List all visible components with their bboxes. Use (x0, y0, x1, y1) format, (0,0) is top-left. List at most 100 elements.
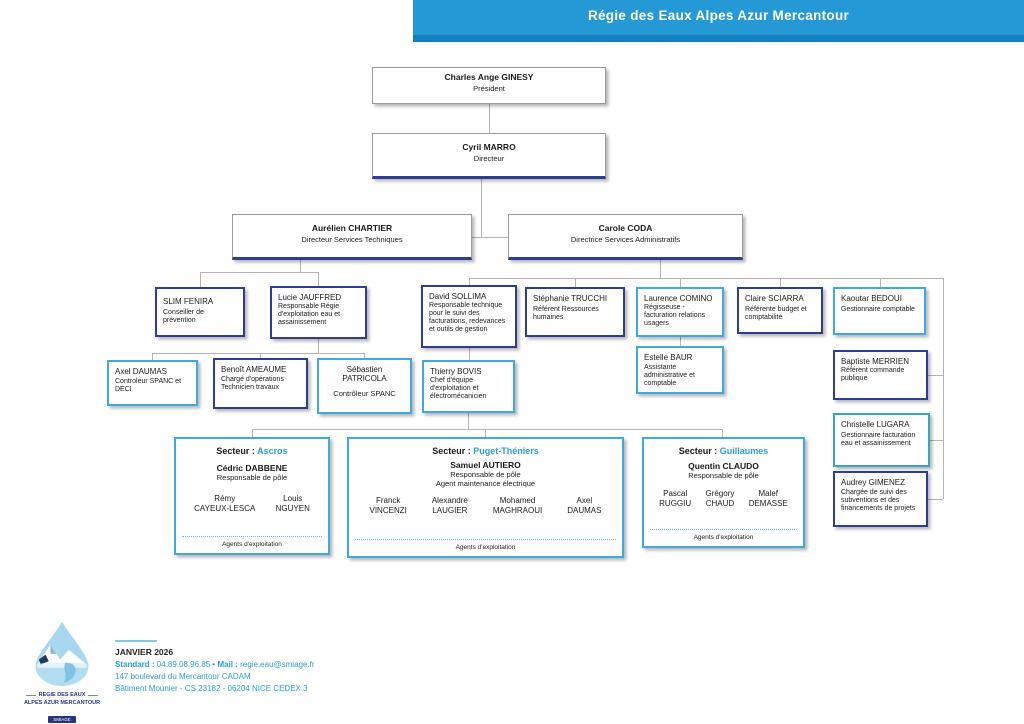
org-box-merrien[interactable]: Baptiste MERRIEN Référent commande publi… (833, 350, 928, 400)
sector-footer: Agents d'exploitation (355, 539, 616, 556)
org-box-sciarra[interactable]: Claire SCIARRA Référente budget et compt… (737, 287, 823, 334)
member-name: Grégory CHAUD (705, 489, 735, 508)
person-name: Sébastien PATRICOLA (342, 365, 387, 384)
sector-members: Pascal RUGGIU Grégory CHAUD Malef DEMASS… (644, 489, 803, 529)
person-role: Gestionnaire comptable (841, 306, 915, 314)
member-name: Rémy CAYEUX-LESCA (194, 494, 256, 513)
connector-line (469, 278, 470, 285)
connector-line (469, 278, 943, 279)
org-box-trucchi[interactable]: Stéphanie TRUCCHI Référent Ressources hu… (525, 287, 625, 337)
org-box-daumas[interactable]: Axel DAUMAS Controleur SPANC et DECI (107, 360, 198, 406)
connector-line (928, 375, 943, 376)
connector-line (200, 272, 319, 273)
connector-line (300, 260, 301, 272)
org-box-comino[interactable]: Laurence COMINO Régisseuse - facturation… (636, 287, 724, 337)
logo-badge: SMIAGE (48, 715, 76, 723)
person-role: Assistante administrative et comptable (644, 364, 695, 387)
footer-contact-line: Standard : 04.89.08.96.85 • Mail : regie… (115, 660, 315, 669)
member-name: Pascal RUGGIU (659, 489, 692, 508)
sector-title: Secteur : Ascros (176, 446, 328, 456)
person-role: Directeur (473, 153, 505, 163)
org-box-patricola[interactable]: Sébastien PATRICOLA Contrôleur SPANC (317, 358, 412, 414)
person-role: Responsable de pôle (450, 470, 521, 479)
org-box-dsa[interactable]: Carole CODA Directrice Services Administ… (508, 214, 743, 260)
sector-box-puget-theniers[interactable]: Secteur : Puget-Théniers Samuel AUTIERO … (347, 437, 624, 558)
phone-number: 04.89.08.96.85 (156, 660, 211, 669)
org-box-dst[interactable]: Aurélien CHARTIER Directeur Services Tec… (232, 214, 472, 260)
email-address[interactable]: regie.eau@smiage.fr (240, 660, 315, 669)
person-role: Gestionnaire facturation eau et assainis… (841, 432, 916, 448)
sector-label: Secteur : (678, 446, 718, 456)
person-role: Directrice Services Administratifs (570, 234, 681, 244)
person-name: Claire SCIARRA (745, 294, 804, 303)
org-box-bovis[interactable]: Thierry BOVIS Chef d'équipe d'exploitati… (422, 360, 515, 413)
header-banner: Régie des Eaux Alpes Azur Mercantour (413, 0, 1024, 42)
connector-line (472, 237, 508, 238)
org-box-fenira[interactable]: SLIM FENIRA Conseiller de prévention (155, 287, 245, 337)
org-box-ameaume[interactable]: Benoît AMEAUME Chargé d'opérations Techn… (213, 358, 308, 409)
person-role: Agent maintenance électrique (435, 479, 536, 488)
person-role: Référent commande publique (841, 367, 905, 383)
member-name: Franck VINCENZI (369, 496, 407, 515)
person-name: David SOLLIMA (429, 292, 487, 301)
water-drop-logo-icon (35, 621, 89, 686)
sector-lead: Quentin CLAUDO Responsable de pôle (644, 461, 803, 480)
person-role: Contrôleur SPANC (333, 389, 396, 399)
person-role: Régisseuse - facturation relations usage… (644, 304, 706, 327)
person-role: Conseiller de prévention (163, 309, 204, 325)
org-box-directeur[interactable]: Cyril MARRO Directeur (372, 133, 606, 179)
person-role: Chef d'équipe d'exploitation et électrom… (430, 377, 487, 400)
org-box-sollima[interactable]: David SOLLIMA Responsable technique pour… (421, 285, 517, 348)
org-box-lugara[interactable]: Christelle LUGARA Gestionnaire facturati… (833, 413, 930, 467)
sector-box-ascros[interactable]: Secteur : Ascros Cédric DABBENE Responsa… (174, 437, 330, 555)
sector-members: Rémy CAYEUX-LESCA Louis NGUYEN (176, 494, 328, 536)
connector-line (722, 429, 723, 437)
org-box-baur[interactable]: Estelle BAUR Assistante administrative e… (636, 346, 724, 394)
person-name: Thierry BOVIS (430, 367, 482, 376)
org-box-jauffred[interactable]: Lucie JAUFFRED Responsable Régie d'explo… (270, 286, 367, 339)
member-name: Alexandre LAUGIER (431, 496, 468, 515)
person-role: Responsable Régie d'exploitation eau et … (278, 303, 341, 326)
org-box-gimenez[interactable]: Audrey GIMENEZ Chargée de suivi des subv… (833, 471, 928, 527)
member-name: Axel DAUMAS (567, 496, 602, 515)
logo: REGIE DES EAUX ALPES AZUR MERCANTOUR SMI… (14, 620, 110, 724)
sector-label: Secteur : (216, 446, 255, 456)
org-box-president[interactable]: Charles Ange GINESY Président (372, 67, 606, 104)
person-name: Samuel AUTIERO (450, 460, 521, 470)
person-name: Charles Ange GINESY (444, 72, 534, 82)
member-name: Louis NGUYEN (275, 494, 310, 513)
connector-line (880, 278, 881, 287)
logo-line-1: REGIE DES EAUX (14, 691, 110, 699)
footer-address-line-1: 147 boulevard du Mercantour CADAM (115, 672, 251, 681)
connector-line (575, 278, 576, 287)
connector-line (928, 499, 943, 500)
sector-footer: Agents d'exploitation (650, 529, 797, 546)
person-name: Lucie JAUFFRED (278, 293, 342, 302)
person-name: Cyril MARRO (462, 142, 516, 152)
footer-date: JANVIER 2026 (115, 647, 174, 657)
connector-line (468, 413, 469, 429)
person-role: Référente budget et comptabilité (745, 306, 807, 322)
connector-line (364, 353, 365, 358)
person-role: Chargée de suivi des subventions et des … (841, 489, 916, 512)
connector-line (680, 337, 681, 346)
logo-line-2: ALPES AZUR MERCANTOUR (23, 700, 101, 707)
connector-line (489, 104, 490, 133)
sector-title: Secteur : Puget-Théniers (349, 446, 622, 456)
connector-line (943, 278, 944, 499)
connector-line (481, 179, 482, 237)
sector-box-guillaumes[interactable]: Secteur : Guillaumes Quentin CLAUDO Resp… (642, 437, 805, 548)
header-accent-strip (413, 35, 1024, 42)
org-box-bedoui[interactable]: Kaoutar BEDOUI Gestionnaire comptable (833, 287, 926, 335)
person-name: Kaoutar BEDOUI (841, 294, 902, 303)
connector-line (152, 353, 153, 360)
person-name: Christelle LUGARA (841, 420, 910, 429)
connector-line (318, 339, 319, 353)
member-name: Mohamed MAGHRAOUI (492, 496, 543, 515)
person-name: Audrey GIMENEZ (841, 478, 906, 487)
person-name: Benoît AMEAUME (221, 365, 287, 374)
connector-line (260, 353, 261, 358)
person-name: Carole CODA (598, 223, 653, 233)
connector-line (152, 353, 364, 354)
